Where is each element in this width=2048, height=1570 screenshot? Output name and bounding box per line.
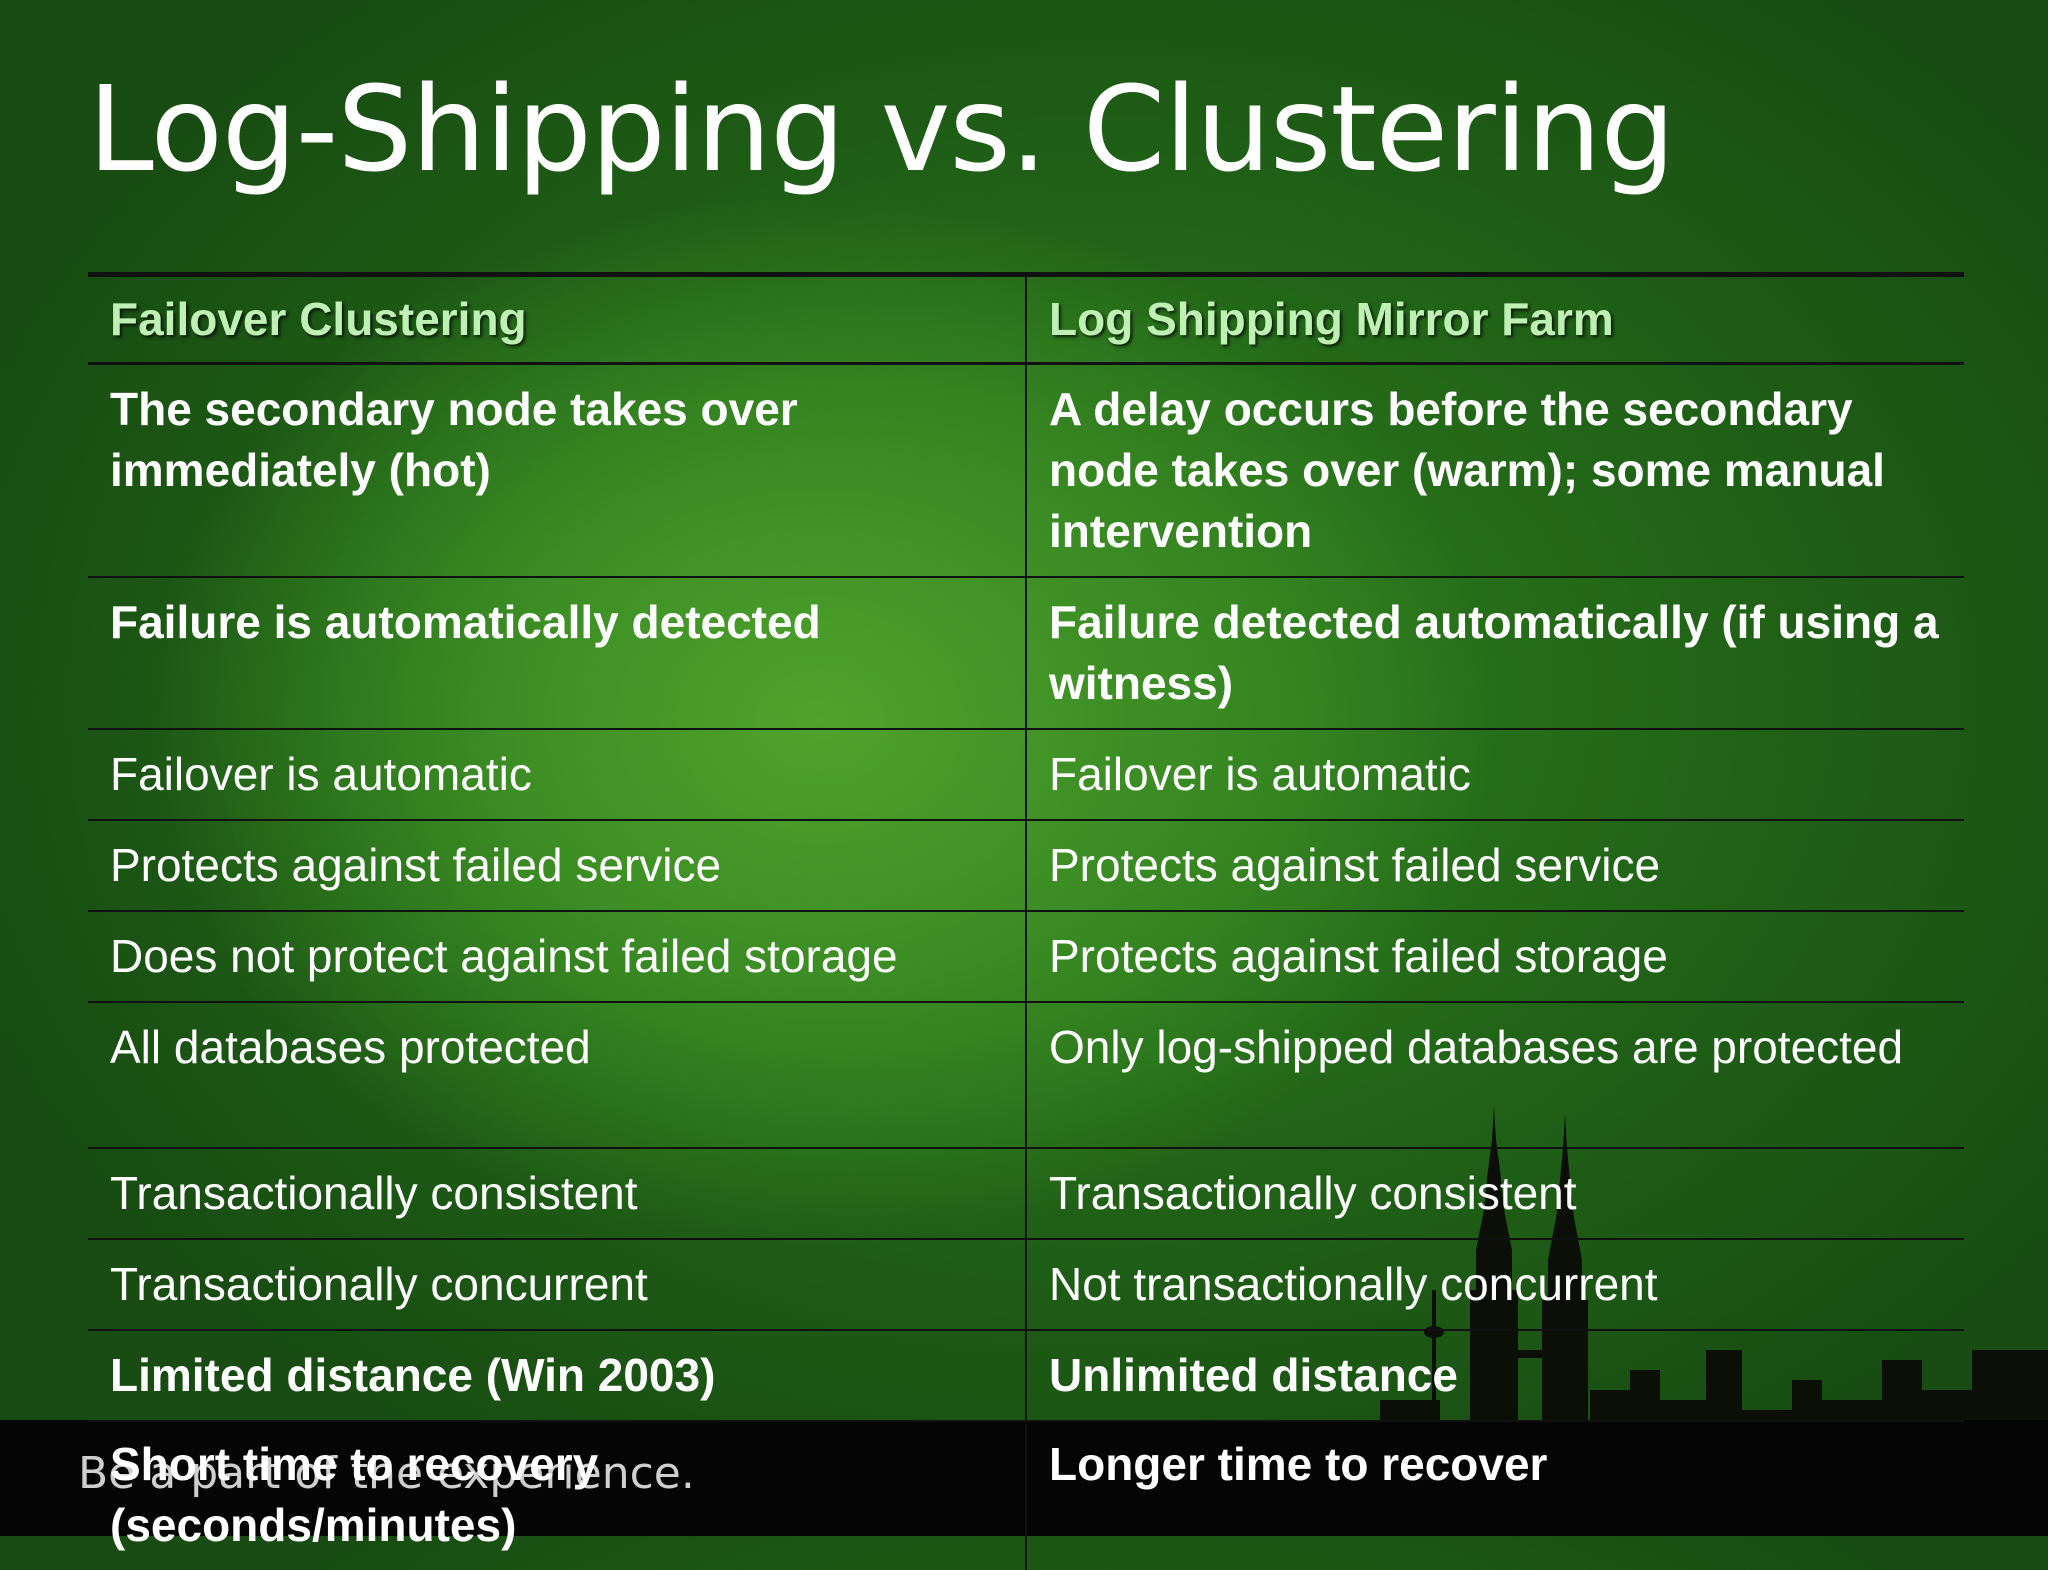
header-log-shipping-mirror-farm: Log Shipping Mirror Farm (1026, 272, 1964, 365)
slide-title: Log-Shipping vs. Clustering (88, 60, 1675, 198)
cell-log-shipping: Only log-shipped databases are protected (1026, 1002, 1964, 1149)
cell-clustering: Limited distance (Win 2003) (88, 1330, 1027, 1422)
table-row: The secondary node takes over immediatel… (88, 363, 1964, 578)
cell-log-shipping: Unlimited distance (1026, 1330, 1964, 1422)
slide: Log-Shipping vs. Clustering (0, 60, 2048, 1570)
cell-clustering: All databases protected (88, 1002, 1027, 1149)
cell-log-shipping: Protects against failed service (1026, 820, 1964, 912)
table-header-row: Failover Clustering Log Shipping Mirror … (88, 272, 1964, 365)
cell-log-shipping: Transactionally consistent (1026, 1148, 1964, 1240)
cell-log-shipping: Not transactionally concurrent (1026, 1239, 1964, 1331)
table-row: Failover is automatic Failover is automa… (88, 729, 1964, 821)
cell-log-shipping: Protects against failed storage (1026, 911, 1964, 1003)
table-row: Protects against failed service Protects… (88, 820, 1964, 912)
cell-log-shipping: Longer time to recover (1049, 1438, 1548, 1490)
cell-clustering: Transactionally concurrent (88, 1239, 1027, 1331)
cell-clustering: Does not protect against failed storage (88, 911, 1027, 1003)
comparison-table: Failover Clustering Log Shipping Mirror … (88, 272, 1964, 1570)
cell-log-shipping: Failover is automatic (1026, 729, 1964, 821)
table-row: Does not protect against failed storage … (88, 911, 1964, 1003)
table-row: Short time to recovery (seconds/minutes)… (88, 1421, 1964, 1570)
table-row: All databases protected Only log-shipped… (88, 1002, 1964, 1149)
cell-clustering: Short time to recovery (seconds/minutes) (88, 1421, 1027, 1570)
table-row: Transactionally concurrent Not transacti… (88, 1239, 1964, 1331)
cell-log-shipping: A delay occurs before the secondary node… (1026, 363, 1964, 578)
cell-clustering: The secondary node takes over immediatel… (88, 363, 1027, 578)
table-row: Transactionally consistent Transactional… (88, 1148, 1964, 1240)
cell-log-shipping: Failure detected automatically (if using… (1026, 577, 1964, 730)
cell-clustering: Transactionally consistent (88, 1148, 1027, 1240)
cell-clustering: Failover is automatic (88, 729, 1027, 821)
cell-clustering: Failure is automatically detected (88, 577, 1027, 730)
cell-clustering: Protects against failed service (88, 820, 1027, 912)
header-failover-clustering: Failover Clustering (88, 272, 1027, 365)
table-row: Failure is automatically detected Failur… (88, 577, 1964, 730)
table-row: Limited distance (Win 2003) Unlimited di… (88, 1330, 1964, 1422)
